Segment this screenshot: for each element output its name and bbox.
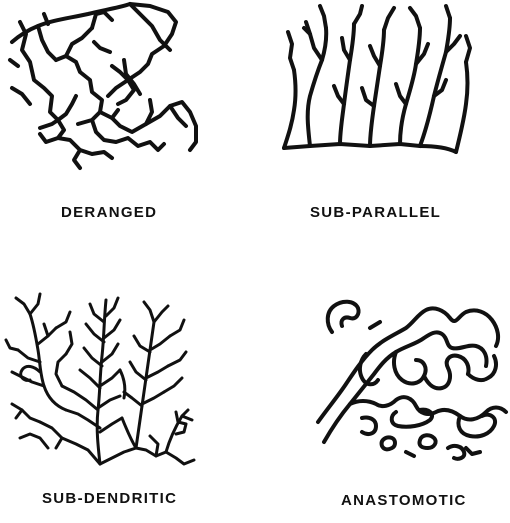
sub-parallel-pattern bbox=[270, 0, 485, 175]
deranged-drawing bbox=[0, 0, 215, 175]
sub-parallel-label: SUB-PARALLEL bbox=[310, 204, 441, 221]
anastomotic-pattern bbox=[310, 288, 510, 468]
sub-dendritic-pattern bbox=[0, 288, 215, 468]
deranged-label: DERANGED bbox=[61, 204, 157, 221]
anastomotic-drawing bbox=[310, 288, 510, 468]
anastomotic-label: ANASTOMOTIC bbox=[341, 492, 467, 509]
sub-dendritic-drawing bbox=[0, 288, 215, 468]
sub-parallel-drawing bbox=[270, 0, 485, 175]
sub-dendritic-label: SUB-DENDRITIC bbox=[42, 490, 177, 507]
deranged-pattern bbox=[0, 0, 215, 175]
